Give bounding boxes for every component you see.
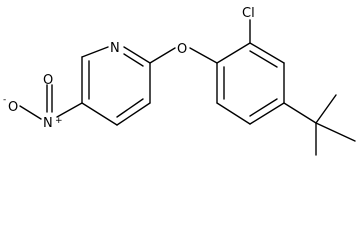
chemical-structure-diagram: N O Cl N + O O - bbox=[3, 6, 356, 156]
nitro-nitrogen-charge: + bbox=[55, 116, 63, 126]
bond-cq-me-right bbox=[315, 122, 356, 142]
bond-c4-c5b-inner bbox=[249, 98, 278, 117]
bond-c6-n1 bbox=[81, 46, 109, 58]
nitro-group bbox=[19, 84, 83, 120]
bond-c3-c4 bbox=[116, 102, 151, 126]
ether-oxygen-label: O bbox=[177, 42, 187, 57]
nitro-oxygen-bottom-label: O bbox=[8, 100, 18, 115]
ether-linkage bbox=[149, 47, 218, 64]
bond-c4-c5 bbox=[81, 102, 118, 126]
nitro-oxygen-bottom-charge: - bbox=[3, 95, 6, 105]
bond-n1-c2-inner bbox=[123, 53, 144, 67]
bond-n1-c2 bbox=[123, 46, 151, 64]
tert-butyl-group bbox=[283, 94, 356, 156]
bond-c2-c3b bbox=[249, 42, 285, 64]
bond-c2-o bbox=[149, 47, 176, 64]
bond-c4-cq bbox=[283, 102, 317, 124]
chlorine-label: Cl bbox=[242, 6, 255, 21]
bond-c5-c6b bbox=[216, 102, 251, 125]
bond-c3-c4-inner bbox=[116, 98, 144, 118]
nitro-oxygen-top-label: O bbox=[43, 73, 53, 88]
bond-c5-nitro-n bbox=[56, 102, 83, 118]
nitro-nitrogen-label: N bbox=[43, 116, 53, 131]
bond-nitro-n-o-bottom bbox=[19, 105, 42, 120]
bond-c1-c2 bbox=[216, 42, 251, 64]
pyridine-nitrogen-label: N bbox=[110, 41, 120, 56]
bond-o-c1prime bbox=[189, 47, 218, 64]
bond-c4-c5b bbox=[249, 102, 285, 125]
benzene-ring bbox=[216, 42, 285, 125]
pyridine-ring bbox=[81, 46, 151, 126]
bond-cq-me-up bbox=[315, 94, 337, 124]
bond-c2-c3b-inner bbox=[249, 50, 278, 68]
